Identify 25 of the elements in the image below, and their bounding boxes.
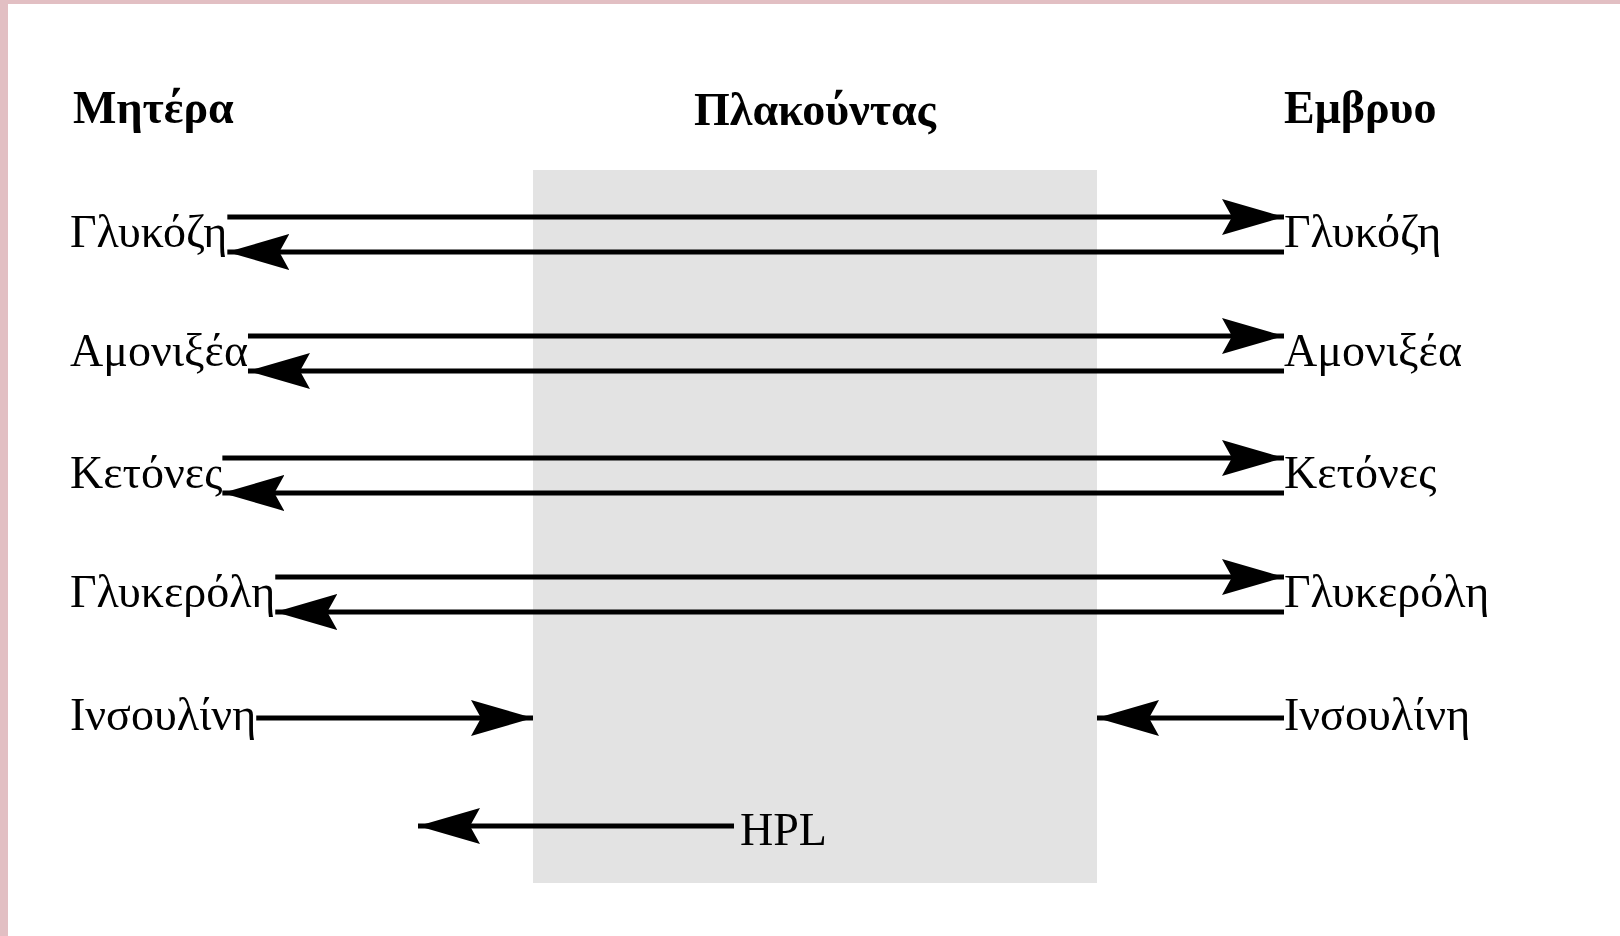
arrow [275, 559, 1284, 595]
substance-label: Ινσουλίνη [1284, 688, 1471, 742]
substance-label: Γλυκερόλη [70, 565, 276, 619]
arrow [248, 353, 1284, 389]
arrow [222, 475, 1284, 511]
substance-label: Αμονιξέα [1284, 324, 1462, 378]
arrow [222, 440, 1284, 476]
column-heading: Πλακούντας [693, 83, 938, 137]
column-heading: Μητέρα [73, 81, 234, 135]
arrow [227, 199, 1284, 235]
column-heading: Εμβρυο [1284, 81, 1437, 135]
substance-label: Ινσουλίνη [70, 688, 257, 742]
substance-label: Γλυκερόλη [1284, 565, 1490, 619]
arrow [256, 700, 533, 736]
arrow [248, 318, 1284, 354]
substance-label: HPL [740, 803, 827, 857]
substance-label: Κετόνες [70, 446, 223, 500]
substance-label: Κετόνες [1284, 446, 1437, 500]
arrow [418, 808, 734, 844]
arrow [275, 594, 1284, 630]
substance-label: Γλυκόζη [1284, 205, 1442, 259]
substance-label: Αμονιξέα [70, 324, 248, 378]
substance-label: Γλυκόζη [70, 205, 228, 259]
arrow [1097, 700, 1284, 736]
arrow [227, 234, 1284, 270]
